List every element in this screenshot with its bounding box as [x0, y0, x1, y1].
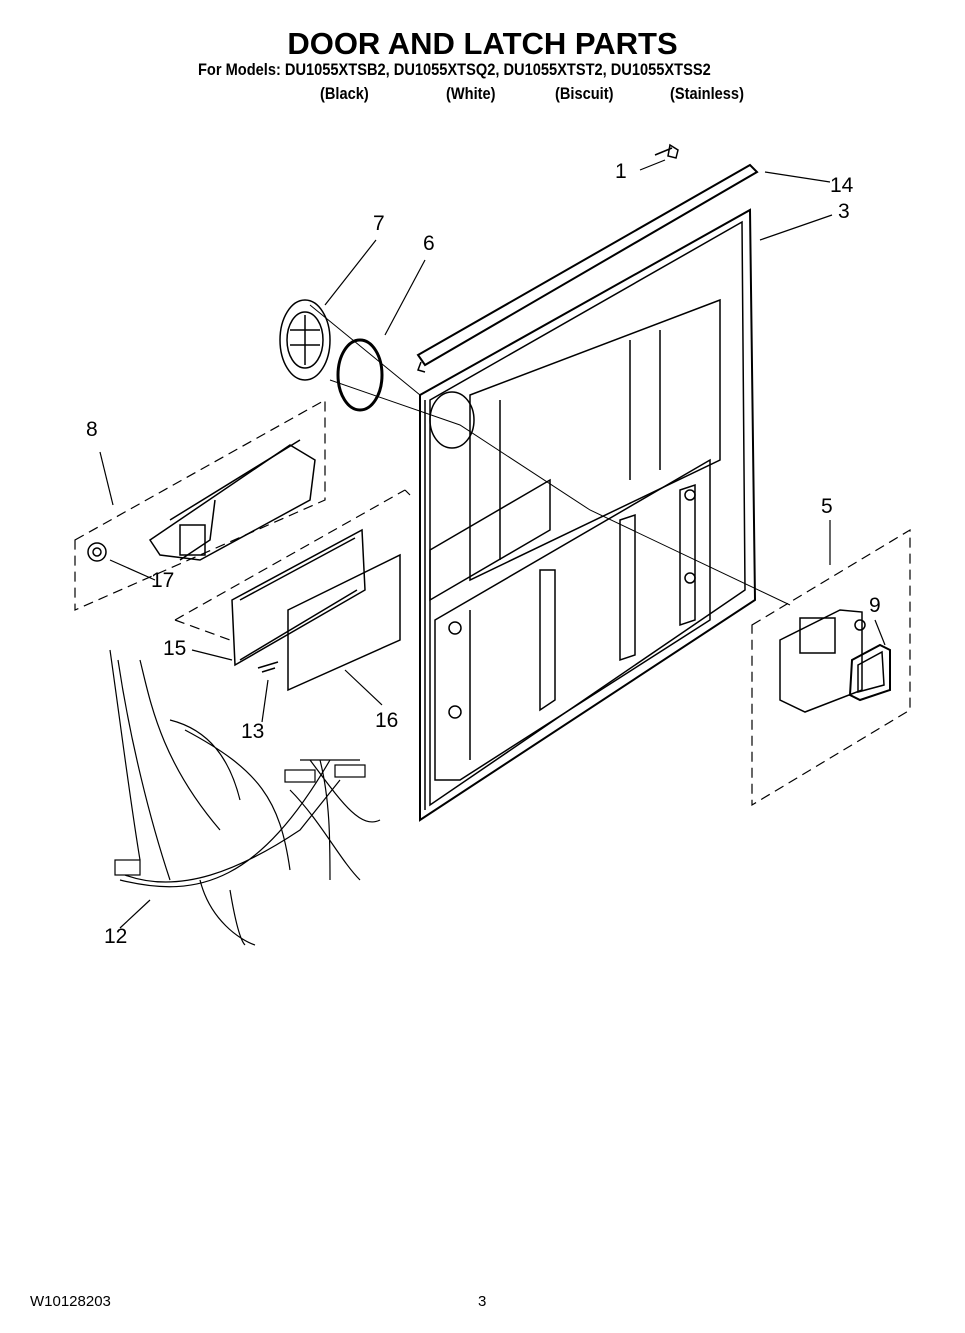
callout-6: 6 [423, 232, 435, 255]
top-rail [416, 163, 759, 373]
seal-part-9 [848, 643, 891, 702]
callout-7: 7 [373, 212, 385, 235]
screw-part-13 [257, 661, 279, 673]
callout-12: 12 [104, 925, 128, 948]
callout-9: 9 [869, 594, 881, 617]
page-number: 3 [478, 1293, 487, 1310]
color-white: (White) [446, 84, 496, 103]
wiring-harness-part-12 [109, 649, 381, 946]
callout-8: 8 [86, 418, 98, 441]
color-stainless: (Stainless) [670, 84, 744, 103]
dispenser-assembly-part-5 [751, 528, 911, 807]
vent-part-7 [279, 299, 331, 381]
leader-lines [99, 159, 886, 929]
screw-part-1 [654, 143, 679, 159]
callout-14: 14 [830, 174, 854, 197]
inner-door-panel [419, 208, 757, 822]
panel-part-15 [231, 528, 366, 667]
models-line: For Models: DU1055XTSB2, DU1055XTSQ2, DU… [198, 60, 711, 79]
callout-1: 1 [615, 160, 627, 183]
callout-15: 15 [163, 637, 187, 660]
callout-17: 17 [151, 569, 175, 592]
page-title: DOOR AND LATCH PARTS [287, 26, 678, 61]
callout-3: 3 [838, 200, 850, 223]
latch-assembly-part-8 [74, 398, 326, 611]
gasket-part-6 [336, 338, 384, 412]
callout-5: 5 [821, 495, 833, 518]
document-number: W10128203 [30, 1293, 111, 1310]
callout-13: 13 [241, 720, 265, 743]
color-biscuit: (Biscuit) [555, 84, 614, 103]
callout-16: 16 [375, 709, 399, 732]
insulation-part-16 [287, 553, 401, 692]
color-black: (Black) [320, 84, 369, 103]
